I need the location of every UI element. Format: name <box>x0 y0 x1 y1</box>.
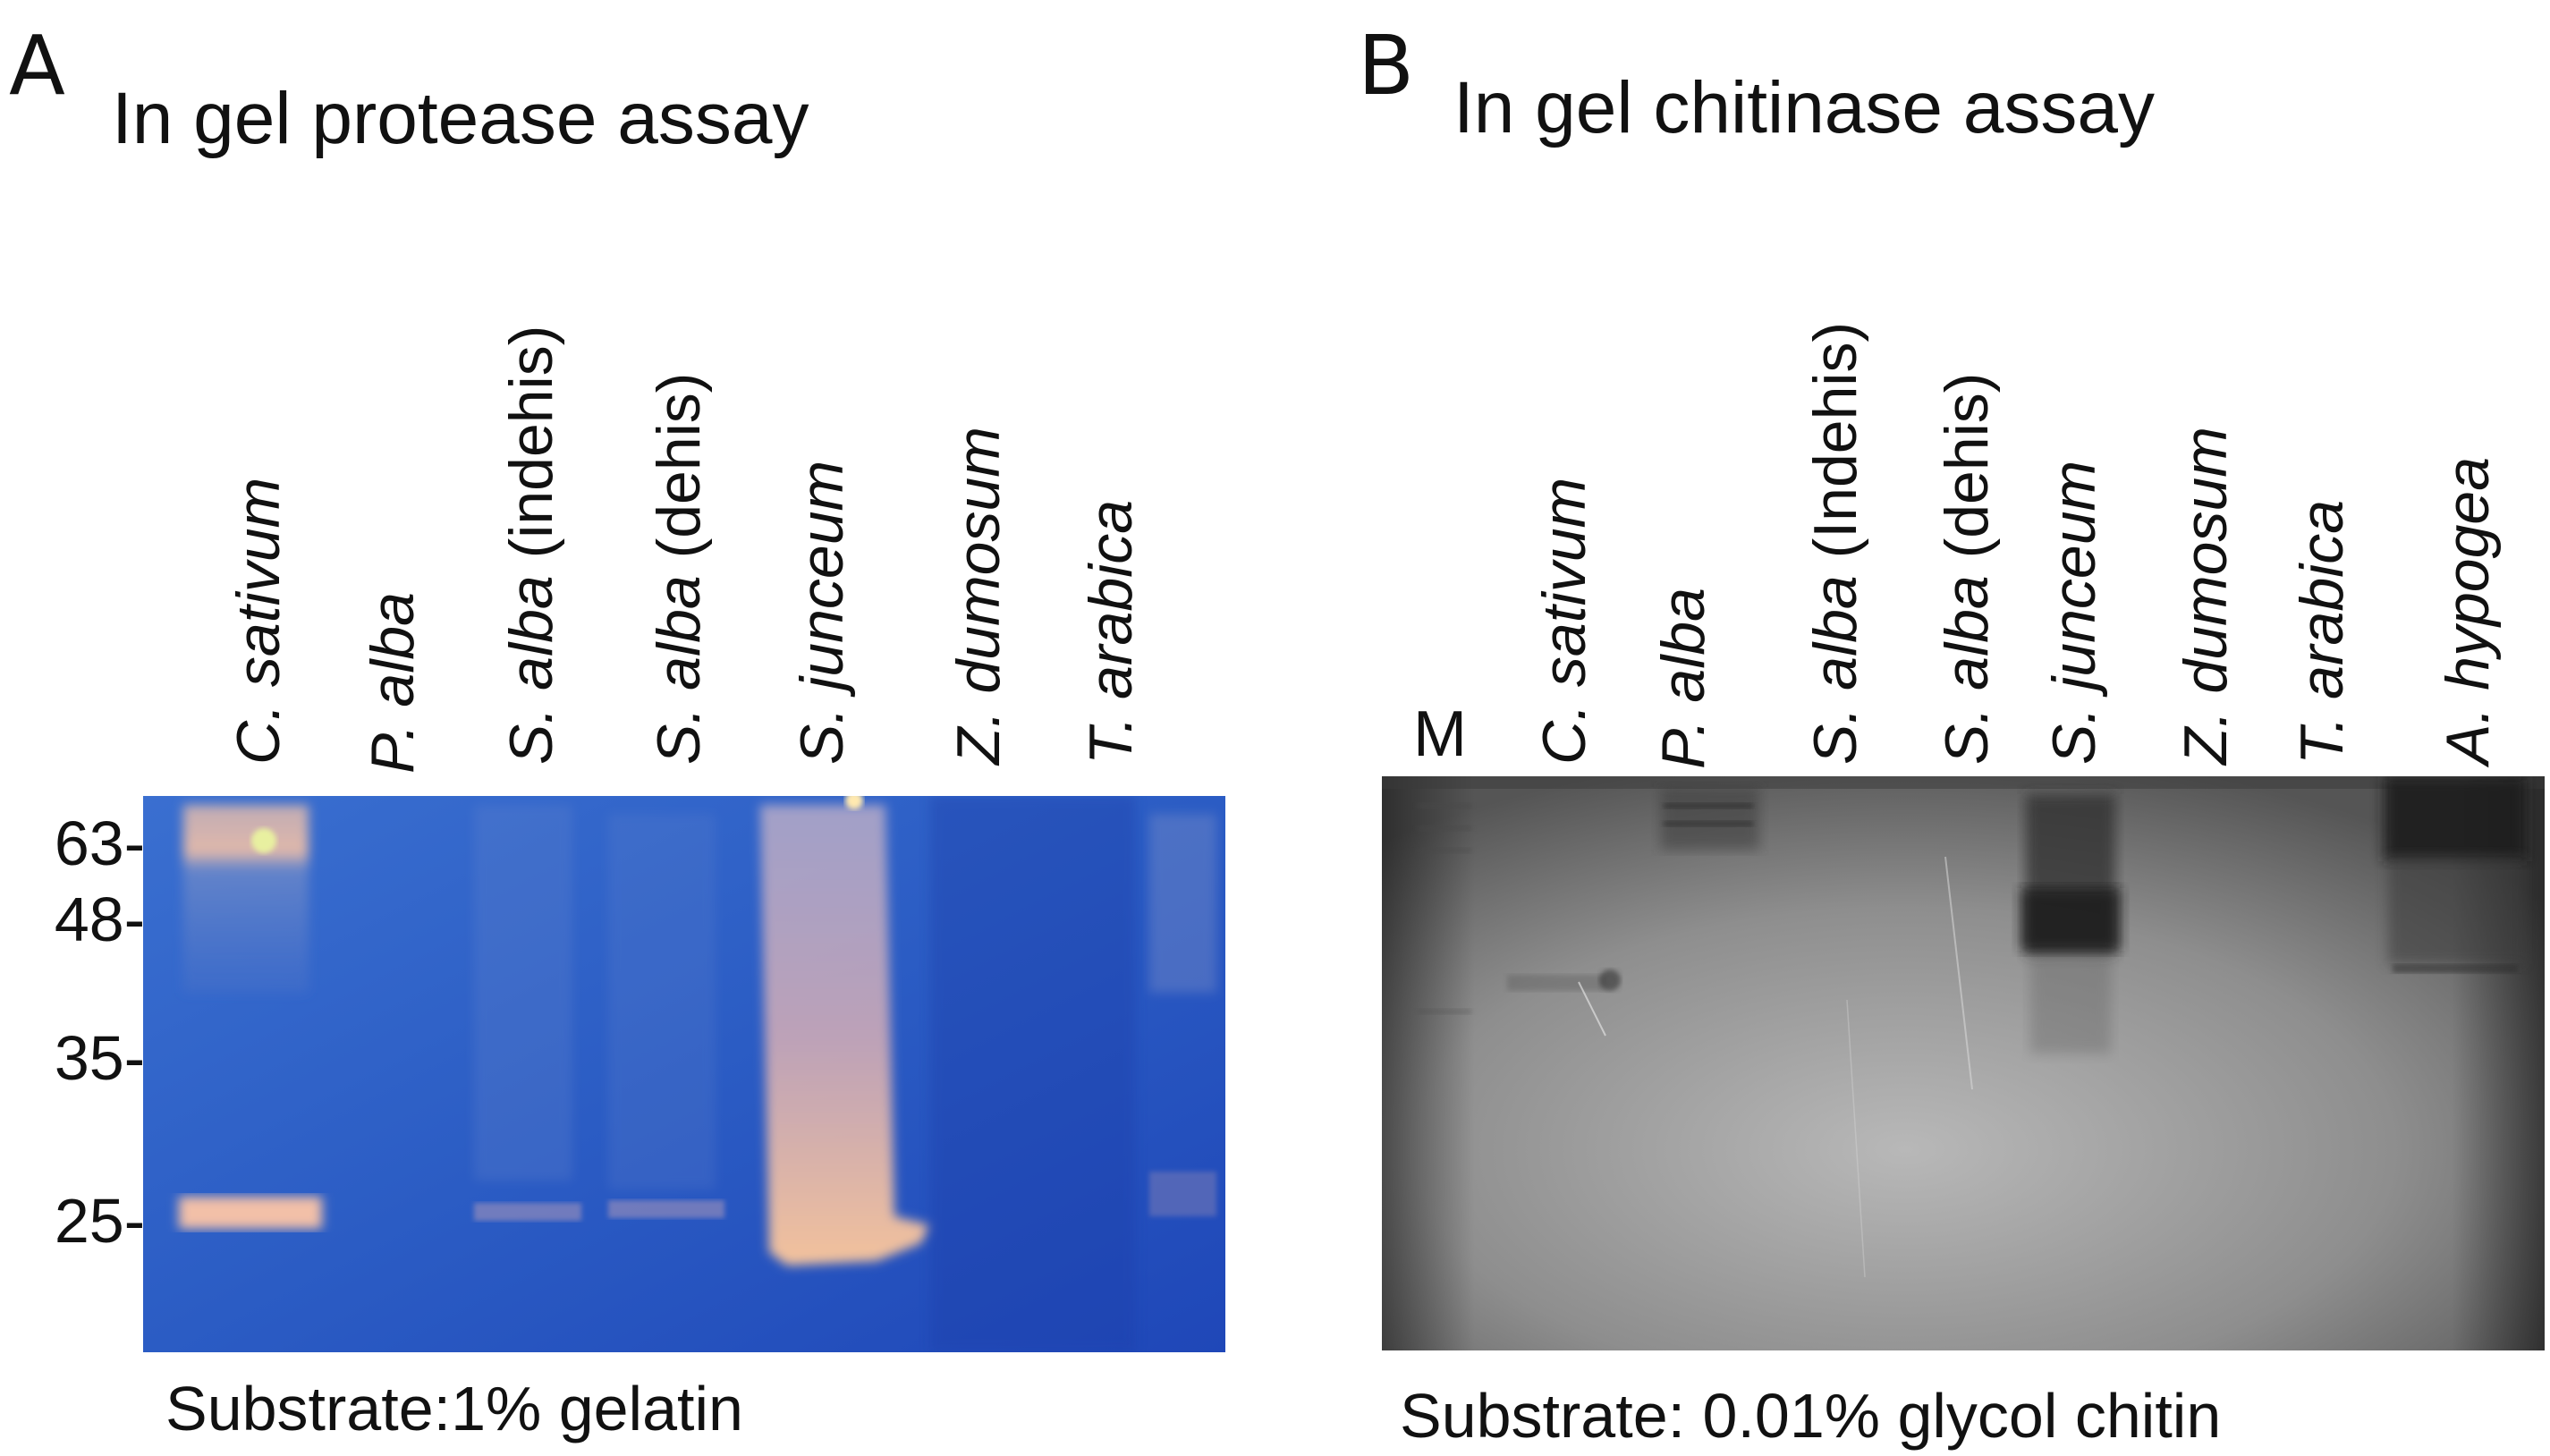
panel-b-lane-7: T. arabica <box>2288 500 2356 765</box>
lane-label: S. alba <box>1801 575 1869 765</box>
panel-b-lane-5: S. junceum <box>2040 461 2108 765</box>
panel-a-lane-3: S. alba (indehis) <box>497 325 565 765</box>
lane-label: S. junceum <box>2040 460 2108 765</box>
lane-label: P. alba <box>359 592 427 774</box>
marker-63: 63- <box>54 808 145 878</box>
panel-b-letter: B <box>1358 18 1415 114</box>
panel-b-title: In gel chitinase assay <box>1453 67 2156 148</box>
lane-label: T. arabica <box>1077 499 1145 765</box>
chitinase-gel-svg <box>1382 776 2545 1350</box>
panel-a-letter: A <box>9 18 65 114</box>
panel-b-substrate: Substrate: 0.01% glycol chitin <box>1400 1381 2222 1451</box>
panel-a-substrate: Substrate:1% gelatin <box>165 1374 743 1443</box>
panel-b-lane-4: S. alba (dehis) <box>1933 372 2001 765</box>
lane-label: S. alba <box>645 575 713 765</box>
panel-a-lane-6: Z. dumosum <box>945 427 1012 765</box>
panel-a-title: In gel protease assay <box>112 78 809 159</box>
lane-label: S. alba <box>1933 575 2001 765</box>
lane-label: S. alba <box>497 575 565 765</box>
marker-48: 48- <box>54 885 145 954</box>
protease-gel-image <box>143 796 1225 1352</box>
panel-a-lane-1: C. sativum <box>225 477 292 765</box>
lane-label: Z. dumosum <box>945 427 1012 765</box>
panel-b-lane-6: Z. dumosum <box>2172 427 2240 765</box>
panel-a-lane-5: S. junceum <box>788 461 856 765</box>
panel-b-lane-3: S. alba (Indehis) <box>1801 321 1869 765</box>
lane-label: P. alba <box>1649 588 1717 769</box>
chitinase-gel-image <box>1382 776 2545 1350</box>
panel-a-lane-4: S. alba (dehis) <box>645 372 713 765</box>
panel-b-marker-lane: M <box>1413 698 1467 770</box>
lane-label: T. arabica <box>2288 499 2356 765</box>
panel-b-lane-1: C. sativum <box>1530 478 1598 765</box>
marker-35: 35- <box>54 1023 145 1093</box>
lane-label: Z. dumosum <box>2172 427 2240 765</box>
lane-label: C. sativum <box>225 477 292 765</box>
protease-gel-svg <box>143 796 1225 1352</box>
panel-b-lane-2: P. alba <box>1649 588 1717 769</box>
marker-25: 25- <box>54 1186 145 1256</box>
panel-a-lane-7: T. arabica <box>1077 500 1145 765</box>
panel-a-lane-2: P. alba <box>359 592 427 774</box>
lane-label: S. junceum <box>788 460 856 765</box>
lane-label: A. hypogea <box>2434 456 2502 765</box>
panel-b-lane-8: A. hypogea <box>2434 457 2502 765</box>
lane-label: C. sativum <box>1530 477 1598 765</box>
